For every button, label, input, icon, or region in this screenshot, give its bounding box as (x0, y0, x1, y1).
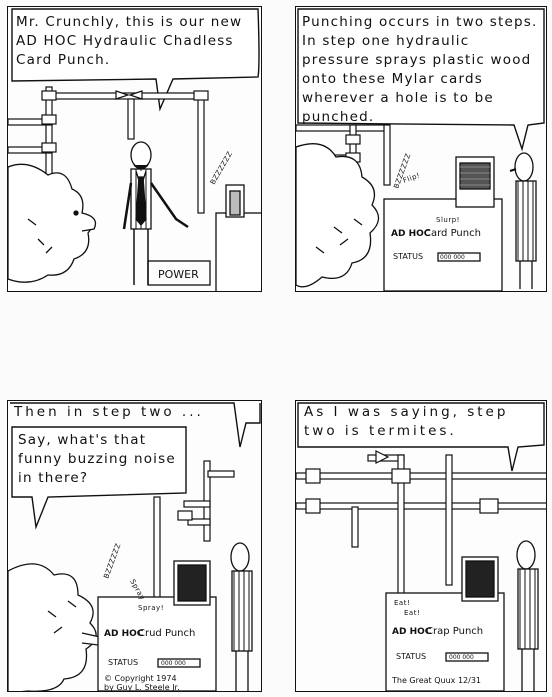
machine-name: Crud Punch (138, 628, 195, 639)
speech-balloon-main (10, 402, 261, 448)
machine-brand: AD HOC (392, 627, 432, 637)
standing-man (122, 141, 189, 285)
panel-3-drawing: Spray! AD HOC Crud Punch STATUS 000 000 … (8, 402, 261, 691)
status-label: STATUS (396, 652, 426, 661)
standing-man (509, 152, 537, 289)
sfx-eat-2: Eat! (404, 609, 420, 617)
speech-balloon (297, 402, 545, 472)
panel-1: POWER BZZZZZZ Mr. Crunchly, this is our … (7, 6, 262, 292)
sfx-buzz: BZZZZZZ (102, 542, 122, 580)
crap-punch-machine (385, 556, 505, 691)
panel-2: AD HOC Card Punch STATUS 000 000 Slurp! … (295, 6, 547, 292)
crud-punch-machine (97, 560, 217, 691)
copyright-credit: © Copyright 1974 by Guy L. Steele Jr. (104, 674, 216, 692)
machine-brand: AD HOC (391, 229, 431, 239)
panel-2-drawing: AD HOC Card Punch STATUS 000 000 Slurp! … (296, 8, 545, 291)
speech-text: As I was saying, step two is termites. (304, 404, 509, 439)
pipe-network (296, 450, 546, 596)
credit-line-1: © Copyright 1974 (104, 674, 177, 683)
status-value: 000 000 (440, 254, 465, 261)
machine-brand: AD HOC (104, 629, 144, 639)
panel-4-drawing: Eat! Eat! AD HOC Crap Punch STATUS 000 0… (296, 402, 546, 691)
machine-name: Card Punch (424, 228, 481, 239)
status-label: STATUS (108, 658, 138, 667)
speech-text: Mr. Crunchly, this is our new AD HOC Hyd… (16, 14, 243, 68)
fuzzy-creature (296, 143, 380, 288)
hydraulic-machine (147, 184, 261, 291)
sfx-slurp: Slurp! (436, 216, 460, 224)
status-label: STATUS (393, 252, 423, 261)
status-value: 000 000 (161, 660, 186, 667)
sfx-buzz: BZZZZZZ (392, 152, 412, 190)
fuzzy-creature (8, 163, 97, 283)
speech-balloon-reply (11, 426, 187, 530)
sfx-eat-1: Eat! (394, 599, 410, 607)
speech-text-reply: Say, what's that funny buzzing noise in … (18, 432, 176, 486)
speech-text-main: Then in step two ... (14, 404, 204, 420)
speech-text: Punching occurs in two steps. In step on… (302, 14, 538, 125)
sfx-buzz: BZZZZZZ (209, 150, 234, 186)
panel-4: Eat! Eat! AD HOC Crap Punch STATUS 000 0… (295, 400, 547, 692)
standing-man (516, 540, 539, 691)
panel-3: Spray! AD HOC Crud Punch STATUS 000 000 … (7, 400, 262, 692)
speech-balloon (11, 8, 260, 112)
credit-line-2: by Guy L. Steele Jr. (104, 683, 180, 692)
fuzzy-creature (8, 563, 103, 691)
speech-balloon (297, 8, 545, 152)
machine-name: Crap Punch (426, 626, 483, 637)
status-value: 000 000 (449, 654, 474, 661)
machine-label-power: POWER (158, 268, 199, 281)
signature-credit: The Great Quux 12/31 (391, 676, 481, 685)
panel-1-drawing: POWER BZZZZZZ (8, 8, 261, 291)
card-punch-machine (383, 156, 503, 291)
pipe-network (8, 86, 209, 214)
sfx-spray-2: Spray! (138, 604, 164, 612)
standing-man (230, 542, 253, 691)
